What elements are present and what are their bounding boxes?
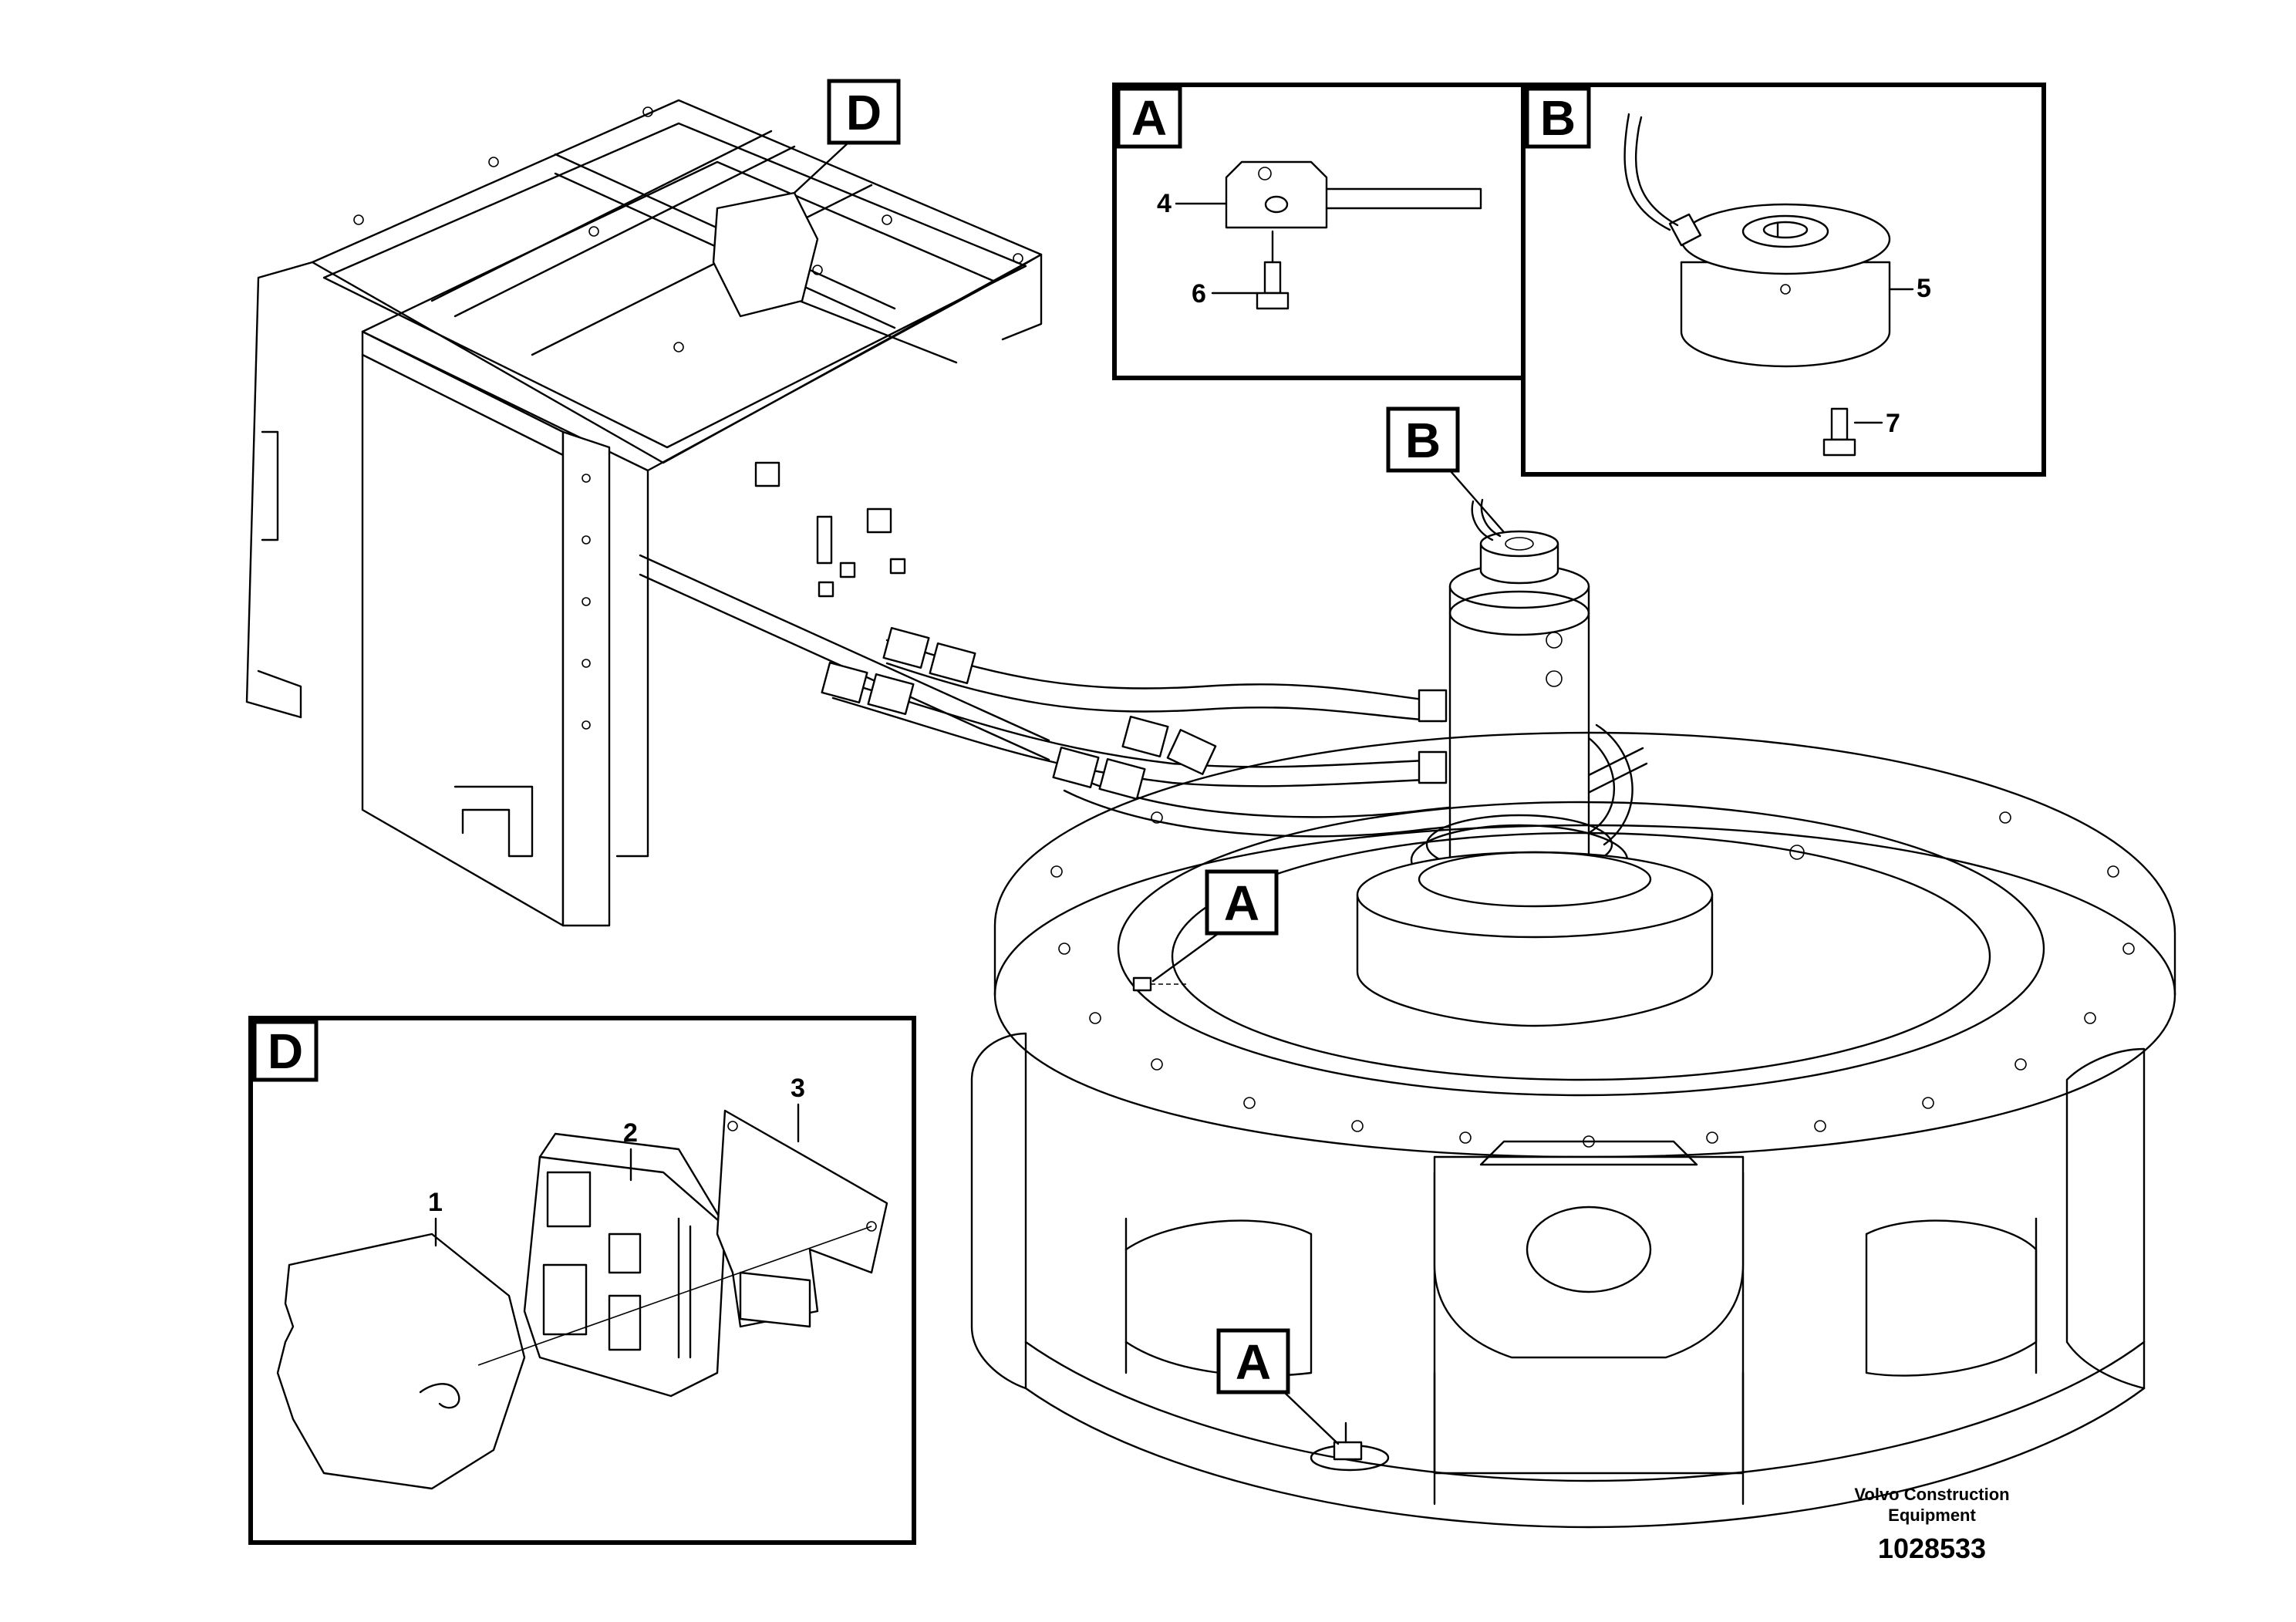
detail-d: D 1 2 3 [248, 1016, 916, 1545]
svg-text:1: 1 [428, 1188, 443, 1217]
svg-text:4: 4 [1157, 189, 1172, 218]
svg-text:B: B [1405, 413, 1441, 468]
hose-assembly [821, 627, 1648, 858]
undercarriage [970, 1032, 2146, 1529]
detail-b: B 5 7 [1521, 83, 2046, 477]
tag-b-main: B [1386, 406, 1505, 534]
svg-text:6: 6 [1192, 279, 1206, 309]
tag-a-lower: A [1216, 1328, 1340, 1445]
svg-text:B: B [1540, 90, 1576, 146]
cab-frame [245, 99, 1050, 927]
svg-text:A: A [1236, 1334, 1271, 1390]
slew-ring [993, 731, 2176, 1158]
svg-text:2: 2 [623, 1118, 638, 1148]
svg-text:3: 3 [791, 1074, 805, 1103]
svg-text:D: D [846, 85, 882, 140]
svg-text:A: A [1224, 875, 1259, 931]
svg-text:A: A [1131, 90, 1167, 146]
sensor-a-ring [1132, 976, 1188, 992]
slew-ring-bolts [1050, 811, 2135, 1148]
svg-text:5: 5 [1917, 274, 1931, 303]
illustration-number: 1028533 [1878, 1533, 1986, 1564]
tag-a-ring: A [1151, 869, 1279, 983]
footer: Volvo Construction Equipment 1028533 [1854, 1485, 2009, 1564]
svg-text:D: D [268, 1023, 303, 1079]
tag-d-main: D [793, 79, 901, 194]
company-line-1: Volvo Construction [1854, 1485, 2009, 1504]
svg-text:7: 7 [1886, 409, 1900, 438]
detail-a: A 4 6 [1112, 83, 1526, 380]
company-line-2: Equipment [1888, 1506, 1976, 1525]
